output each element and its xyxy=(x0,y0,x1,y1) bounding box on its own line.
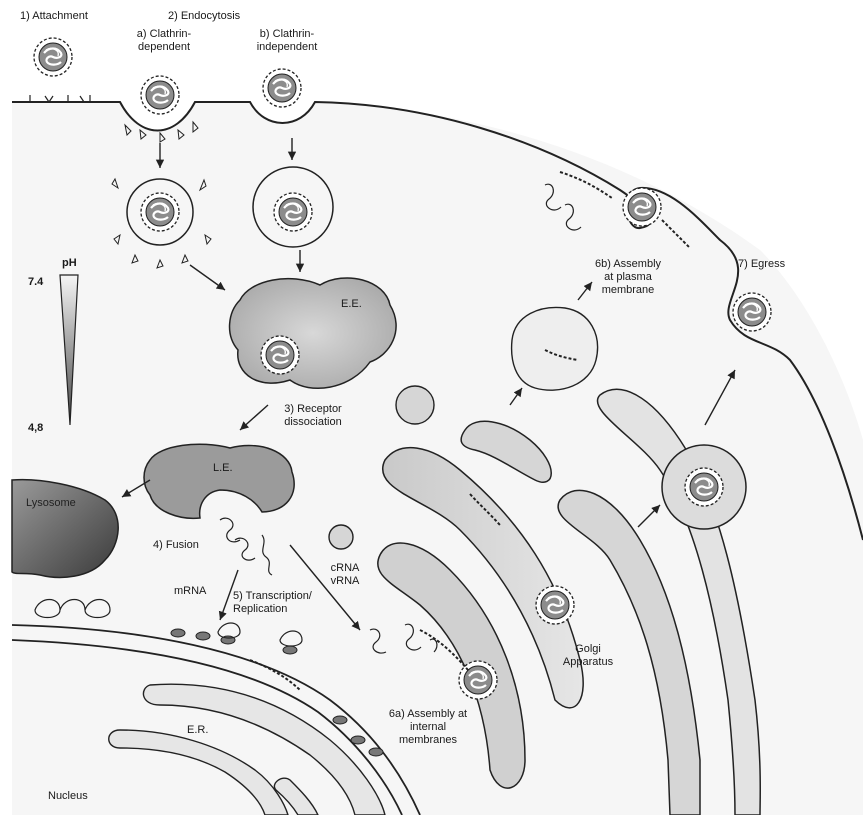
label-golgi-apparatus: Golgi Apparatus xyxy=(558,643,618,669)
label-assembly-internal: 6a) Assembly at internal membranes xyxy=(378,708,478,747)
small-vesicle-2 xyxy=(329,525,353,549)
surface-receptors xyxy=(30,95,90,102)
virion-egress xyxy=(733,293,771,331)
virion-early-endosome xyxy=(261,336,299,374)
virion-budding-plasma xyxy=(623,188,661,226)
label-early-endosome: E.E. xyxy=(341,298,362,311)
virion-budding-internal xyxy=(459,661,497,699)
label-crna-vrna: cRNA vRNA xyxy=(320,562,370,588)
label-mrna: mRNA xyxy=(174,585,206,598)
virion-egress-vesicle xyxy=(685,468,723,506)
label-nucleus: Nucleus xyxy=(48,790,88,803)
label-clathrin-independent: b) Clathrin- independent xyxy=(248,28,326,54)
label-transcription-replication: 5) Transcription/ Replication xyxy=(233,590,312,616)
label-endocytosis: 2) Endocytosis xyxy=(168,10,240,23)
virion-coated-vesicle xyxy=(141,193,179,231)
virion-attachment xyxy=(34,38,72,76)
label-ph-top: 7.4 xyxy=(28,276,43,289)
virion-clathrin-indep xyxy=(263,69,301,107)
virion-clathrin-dep xyxy=(141,76,179,114)
label-assembly-plasma: 6b) Assembly at plasma membrane xyxy=(588,258,668,297)
label-late-endosome: L.E. xyxy=(213,462,233,475)
virion-golgi xyxy=(536,586,574,624)
label-er: E.R. xyxy=(187,724,208,737)
label-receptor-dissociation: 3) Receptor dissociation xyxy=(268,403,358,429)
virion-uncoated-vesicle xyxy=(274,193,312,231)
label-attachment: 1) Attachment xyxy=(20,10,88,23)
label-fusion: 4) Fusion xyxy=(153,539,199,552)
small-vesicle-1 xyxy=(396,386,434,424)
label-lysosome: Lysosome xyxy=(26,497,76,510)
label-clathrin-dependent: a) Clathrin- dependent xyxy=(128,28,200,54)
label-ph: pH xyxy=(62,257,77,270)
budding-vesicle-6b xyxy=(512,307,598,390)
label-ph-bottom: 4,8 xyxy=(28,422,43,435)
label-egress: 7) Egress xyxy=(738,258,785,271)
